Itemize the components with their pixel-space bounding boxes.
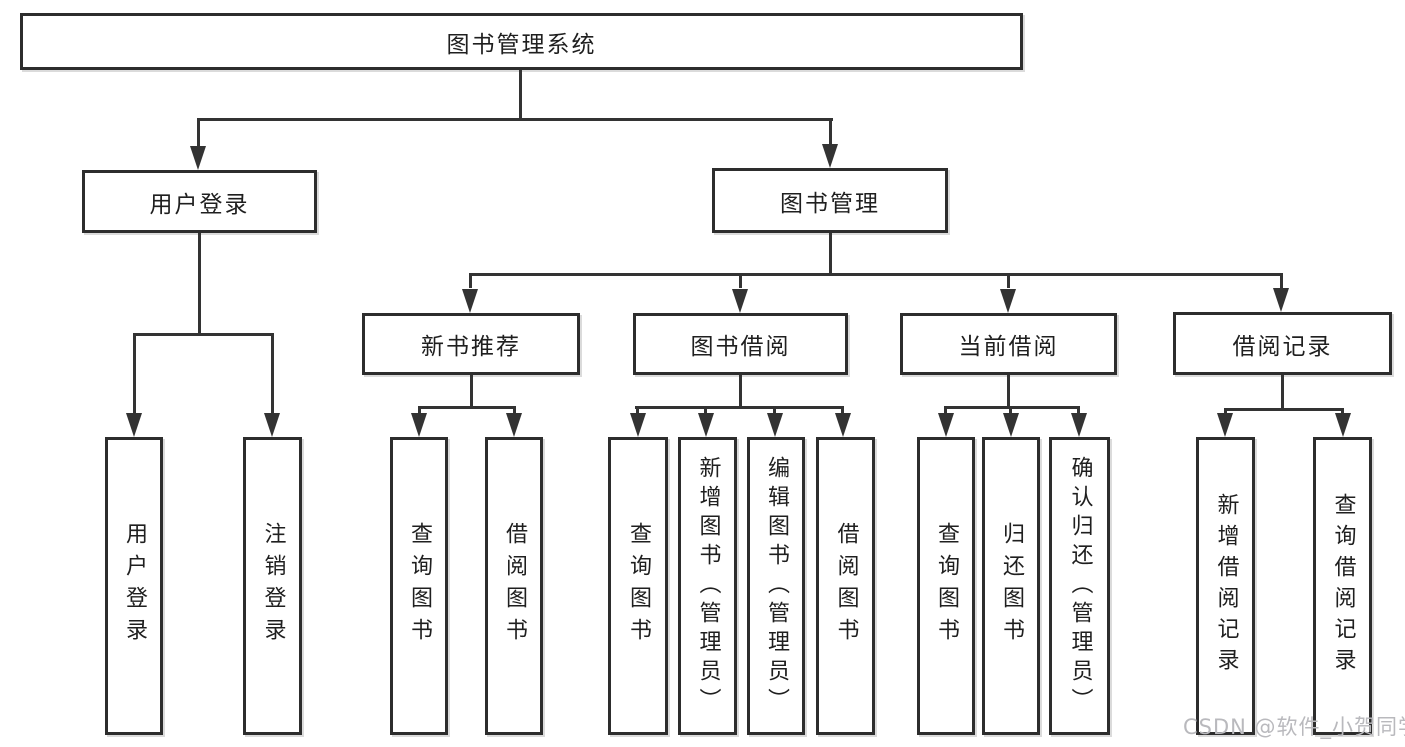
connector-line [829,118,832,144]
leaf-return-book: 归还图书 [982,437,1040,735]
connector-line [944,406,1080,409]
node-borrow-records: 借阅记录 [1173,312,1392,375]
node-user-login: 用户登录 [82,170,317,233]
leaf-query-book-2: 查询图书 [608,437,668,735]
connector-line [133,333,274,336]
connector-line [841,406,844,416]
node-root: 图书管理系统 [20,13,1023,70]
arrowhead-down-icon [1217,413,1233,437]
node-book-management: 图书管理 [712,168,948,233]
arrowhead-down-icon [264,413,280,437]
leaf-add-book-admin: 新增图书（管理员） [678,437,737,735]
arrowhead-down-icon [1000,289,1016,313]
leaf-query-borrow-record: 查询借阅记录 [1313,437,1372,735]
leaf-edit-book-admin: 编辑图书（管理员） [747,437,805,735]
node-current-borrow: 当前借阅 [900,313,1117,375]
connector-line [635,406,844,409]
arrowhead-down-icon [1071,413,1087,437]
arrowhead-down-icon [822,144,838,168]
arrowhead-down-icon [1273,288,1289,312]
connector-line [470,375,473,406]
connector-line [271,333,274,413]
connector-line [1281,375,1284,408]
leaf-user-login: 用户登录 [105,437,163,735]
leaf-borrow-book-1: 借阅图书 [485,437,543,735]
connector-line [418,406,421,416]
connector-line [469,273,472,288]
arrowhead-down-icon [411,413,427,437]
connector-line [636,406,639,416]
connector-line [1280,273,1283,288]
connector-line [519,70,522,118]
connector-line [197,118,833,121]
leaf-logout: 注销登录 [243,437,302,735]
arrowhead-down-icon [1335,413,1351,437]
arrowhead-down-icon [506,413,522,437]
leaf-borrow-book-2: 借阅图书 [816,437,875,735]
connector-line [829,233,832,273]
arrowhead-down-icon [938,413,954,437]
arrowhead-down-icon [767,413,783,437]
connector-line [944,406,947,416]
connector-line [197,118,200,146]
csdn-watermark: CSDN @软件_小贺同学 [1183,715,1405,739]
leaf-query-book-3: 查询图书 [917,437,975,735]
arrowhead-down-icon [835,413,851,437]
connector-line [1077,406,1080,416]
leaf-query-book-1: 查询图书 [390,437,448,735]
connector-line [773,406,776,416]
connector-line [133,333,136,413]
connector-line [1007,273,1010,288]
connector-line [739,375,742,406]
leaf-confirm-return-admin: 确认归还（管理员） [1049,437,1110,735]
arrowhead-down-icon [126,413,142,437]
arrowhead-down-icon [190,146,206,170]
connector-line [704,406,707,416]
connector-line [1341,408,1344,416]
connector-line [469,273,1283,276]
arrowhead-down-icon [732,289,748,313]
connector-line [1009,406,1012,416]
node-book-borrow: 图书借阅 [633,313,848,375]
arrowhead-down-icon [1003,413,1019,437]
arrowhead-down-icon [462,289,478,313]
connector-line [418,406,516,409]
node-new-book-recommend: 新书推荐 [362,313,580,375]
connector-line [198,233,201,333]
connector-line [1224,408,1227,416]
connector-line [513,406,516,416]
arrowhead-down-icon [698,413,714,437]
arrowhead-down-icon [630,413,646,437]
leaf-add-borrow-record: 新增借阅记录 [1196,437,1255,735]
connector-line [739,273,742,288]
connector-line [1007,375,1010,406]
connector-line [1224,408,1344,411]
